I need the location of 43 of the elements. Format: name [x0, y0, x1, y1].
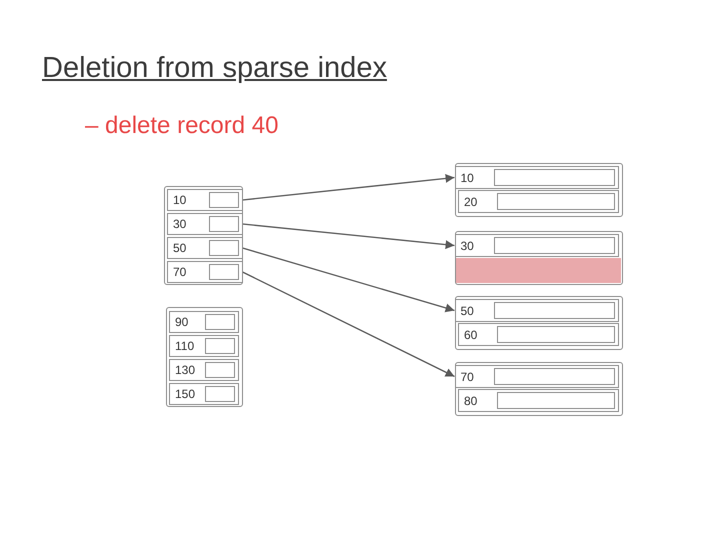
- key-text: 60: [463, 328, 478, 342]
- key-text: 30: [460, 238, 474, 252]
- record-row: [454, 299, 619, 322]
- index-block: [164, 186, 243, 285]
- key-text: 70: [172, 265, 186, 279]
- record-row: [458, 190, 619, 213]
- data-block: [455, 163, 623, 217]
- key-text: 20: [463, 194, 478, 208]
- index-entry: [169, 383, 239, 405]
- slide-title: Deletion from sparse index: [42, 52, 387, 85]
- record-row: [454, 365, 619, 388]
- key-text: 10: [172, 193, 186, 207]
- arrow: [242, 247, 455, 312]
- data-block: [455, 362, 623, 416]
- key-text: 90: [174, 315, 188, 329]
- record-row: [458, 323, 619, 346]
- key-text: 110: [174, 339, 194, 353]
- record-row: [458, 389, 619, 412]
- key-text: 50: [172, 241, 186, 255]
- arrow: [242, 223, 455, 250]
- key-text: 30: [172, 217, 186, 231]
- index-entry: [167, 189, 242, 211]
- record-row: [454, 234, 619, 257]
- key-text: 130: [174, 363, 196, 377]
- key-text: 80: [463, 394, 478, 408]
- deleted-record-bar: [456, 258, 621, 283]
- record-row: [454, 166, 619, 189]
- index-entry: [169, 311, 239, 333]
- index-entry: [167, 237, 242, 259]
- key-text: 50: [460, 304, 474, 318]
- arrow: [242, 174, 455, 201]
- key-text: 70: [460, 370, 474, 384]
- key-text: 150: [174, 387, 196, 401]
- index-entry: [167, 213, 242, 235]
- bullet-text: – delete record 40: [85, 112, 278, 140]
- arrow: [242, 271, 455, 378]
- index-entry: [169, 359, 239, 381]
- index-block: [166, 307, 243, 407]
- data-block: [455, 231, 623, 285]
- index-entry: [167, 261, 242, 283]
- key-text: 10: [460, 170, 474, 184]
- index-entry: [169, 335, 239, 357]
- data-block: [455, 296, 623, 350]
